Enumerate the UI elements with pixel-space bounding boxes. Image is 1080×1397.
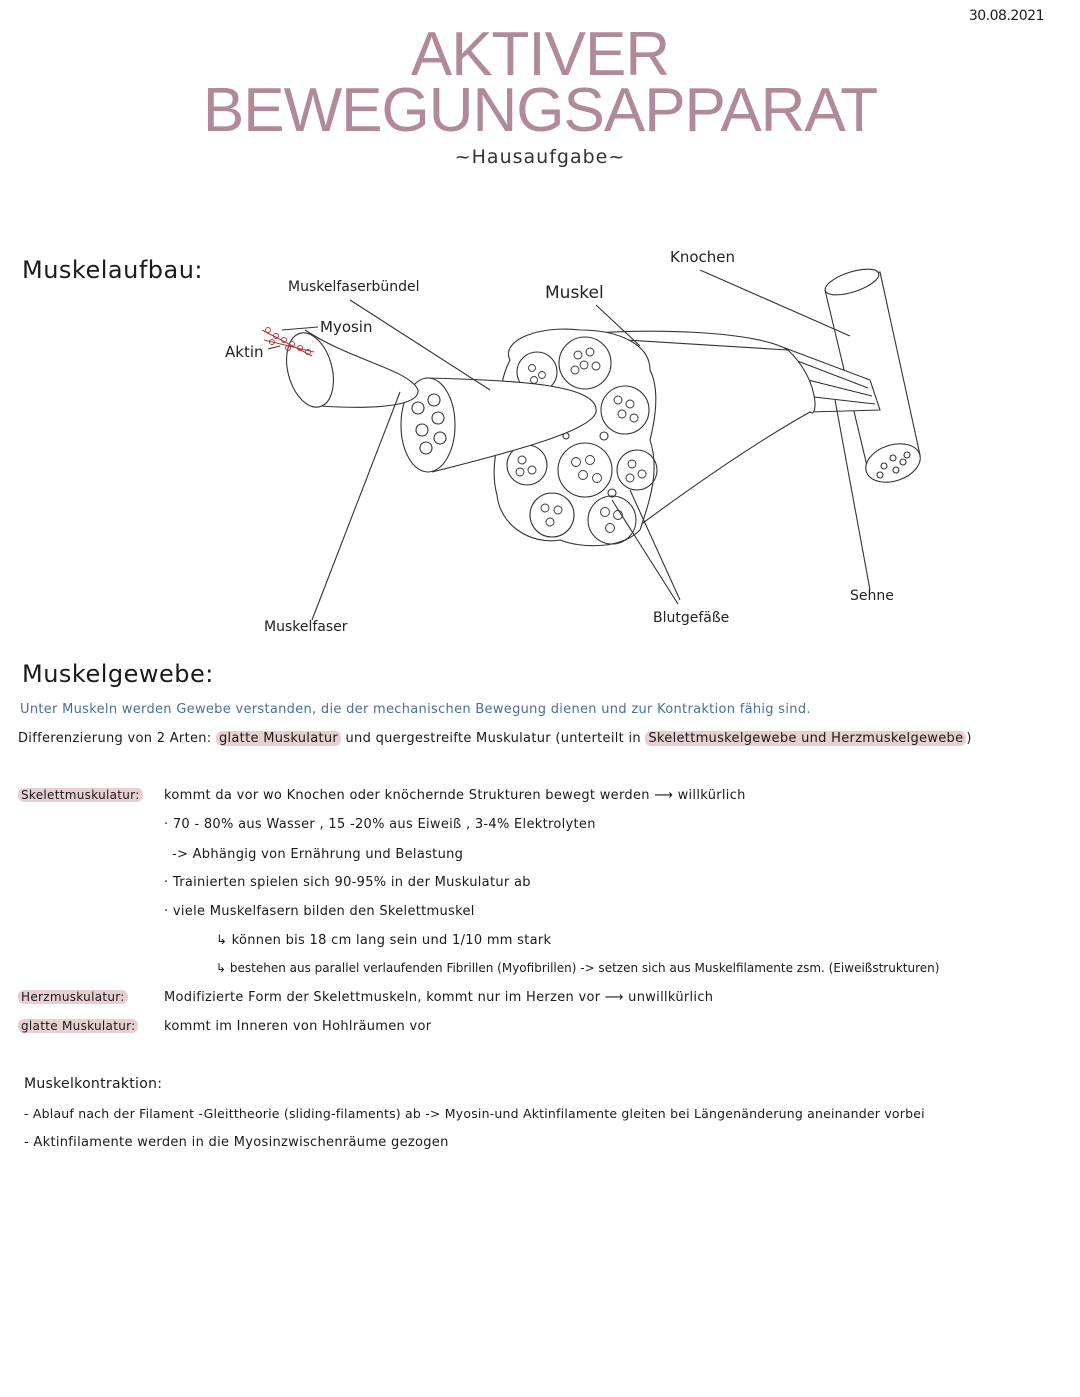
differentiation-line: Differenzierung von 2 Arten: glatte Musk… (18, 731, 972, 746)
label-knochen: Knochen (670, 248, 736, 266)
label-muskelfaser: Muskelfaser (264, 619, 348, 635)
skelett-line-6: ↳ können bis 18 cm lang sein und 1/10 mm… (216, 933, 552, 948)
page-subtitle: ~Hausaufgabe~ (454, 146, 626, 168)
heading-muskelaufbau: Muskelaufbau: (22, 256, 204, 284)
highlight-skelett-herz: Skelettmuskelgewebe und Herzmuskelgewebe (645, 731, 967, 746)
skelett-line-2: · 70 - 80% aus Wasser , 15 -20% aus Eiwe… (164, 817, 596, 832)
glatt-text: kommt im Inneren von Hohlräumen vor (164, 1019, 432, 1034)
label-sehne: Sehne (850, 588, 894, 604)
definition-text: Unter Muskeln werden Gewebe verstanden, … (20, 702, 811, 717)
kontraktion-line-1: - Ablauf nach der Filament -Gleittheorie… (24, 1106, 925, 1121)
label-aktin: Aktin (225, 343, 264, 361)
tag-glatte-muskulatur: glatte Muskulatur: (18, 1019, 139, 1033)
diff-und: und (345, 731, 372, 746)
page-title-line1: AKTIVER (410, 20, 670, 89)
label-muskel: Muskel (545, 283, 604, 303)
tag-herzmuskulatur: Herzmuskulatur: (18, 990, 128, 1004)
diff-quer: quergestreifte Muskulatur (unterteilt in (375, 731, 641, 746)
diff-prefix: Differenzierung von 2 Arten: (18, 731, 212, 746)
kontraktion-line-2: - Aktinfilamente werden in die Myosinzwi… (24, 1135, 449, 1150)
label-blutgefaesse: Blutgefäße (653, 610, 730, 626)
skelett-line-4: · Trainierten spielen sich 90-95% in der… (164, 875, 531, 890)
date: 30.08.2021 (968, 8, 1045, 24)
skelett-line-5: · viele Muskelfasern bilden den Skelettm… (164, 904, 475, 919)
herz-text: Modifizierte Form der Skelettmuskeln, ko… (164, 990, 714, 1005)
heading-muskelkontraktion: Muskelkontraktion: (24, 1076, 163, 1092)
heading-muskelgewebe: Muskelgewebe: (22, 660, 214, 688)
tag-skelettmuskulatur: Skelettmuskulatur: (18, 788, 143, 802)
skelett-line-1: kommt da vor wo Knochen oder knöchernde … (164, 788, 746, 803)
label-muskelfaserbuendel: Muskelfaserbündel (288, 279, 420, 295)
skelett-line-7: ↳ bestehen aus parallel verlaufenden Fib… (216, 961, 940, 975)
page-title-line2: BEWEGUNGSAPPARAT (202, 76, 878, 145)
muscle-structure-diagram (261, 268, 921, 621)
highlight-glatte-muskulatur: glatte Muskulatur (215, 731, 342, 746)
label-myosin: Myosin (320, 318, 373, 336)
diff-close: ) (966, 731, 972, 746)
skelett-line-3: -> Abhängig von Ernährung und Belastung (172, 847, 464, 862)
